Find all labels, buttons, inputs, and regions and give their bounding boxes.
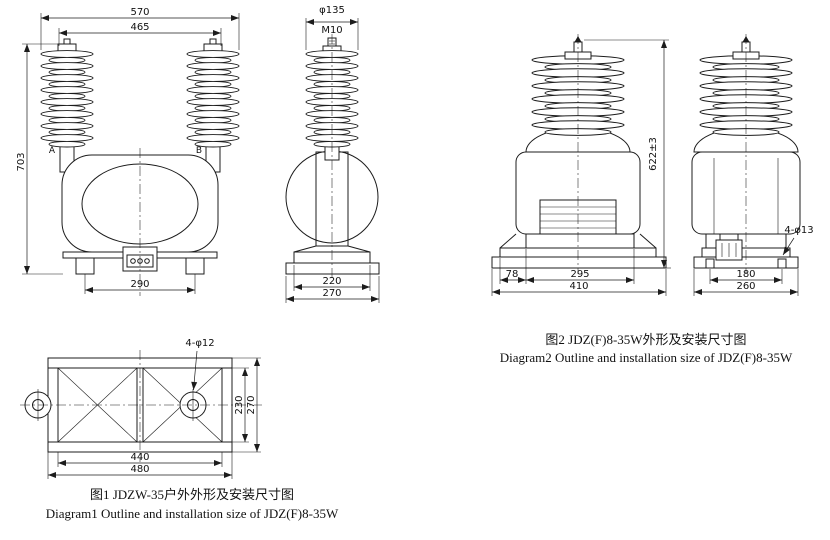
dim-label-230: 230	[234, 395, 245, 414]
dim-label-180: 180	[736, 269, 755, 280]
right-bushing-insulator	[186, 38, 240, 173]
dimension-lines	[286, 19, 379, 302]
dim-label-78: 78	[506, 269, 519, 280]
dim-label-290: 290	[130, 279, 149, 290]
dimension-lines	[694, 237, 798, 295]
pedestal-base	[491, 233, 667, 269]
figure2-caption-en: Diagram2 Outline and installation size o…	[500, 350, 793, 365]
terminal-label-b: B	[196, 146, 202, 156]
dim-label-260: 260	[736, 281, 755, 292]
dim-label-4phi12: 4-φ12	[185, 338, 214, 349]
dim-label-410: 410	[569, 281, 588, 292]
dimension-lines	[492, 40, 667, 295]
dim-label-295: 295	[570, 269, 589, 280]
figure2-caption-cn: 图2 JDZ(F)8-35W外形及安装尺寸图	[545, 332, 746, 347]
dim-label-703: 703	[16, 152, 27, 171]
dim-label-220: 220	[322, 276, 341, 287]
dim-label-440: 440	[130, 452, 149, 463]
dim-label-570: 570	[130, 7, 149, 18]
dim-label-4phi13: 4-φ13	[784, 225, 813, 236]
figure2-caption: 图2 JDZ(F)8-35W外形及安装尺寸图 Diagram2 Outline …	[500, 332, 793, 365]
figure1-front-view: 570 465 703 290 A B	[16, 7, 240, 296]
dimension-lines	[48, 350, 260, 478]
figure1-plan-view: 4-φ12 230 270 440 480	[20, 338, 262, 479]
dim-label-270: 270	[246, 395, 257, 414]
secondary-terminal-box	[715, 233, 743, 261]
dim-label-465: 465	[130, 22, 149, 33]
dim-label-270: 270	[322, 288, 341, 299]
figure1-side-view: φ135 M10 220 270	[285, 5, 380, 303]
figure1-caption: 图1 JDZW-35户外外形及安装尺寸图 Diagram1 Outline an…	[46, 487, 339, 521]
dim-label-480: 480	[130, 464, 149, 475]
terminal-label-a: A	[49, 146, 56, 156]
figure2-front-view: 622±3 78 295 410	[491, 34, 671, 296]
figure2-side-view: 4-φ13 180 260	[691, 34, 814, 296]
figure1-caption-cn: 图1 JDZW-35户外外形及安装尺寸图	[90, 487, 294, 502]
dim-label-m10: M10	[321, 25, 342, 36]
dim-label-phi135: φ135	[319, 5, 345, 16]
dim-label-622: 622±3	[648, 137, 659, 171]
figure1-caption-en: Diagram1 Outline and installation size o…	[46, 506, 339, 521]
dimension-lines	[24, 15, 239, 293]
pedestal-base-side	[285, 245, 380, 275]
extension-lines	[47, 357, 261, 479]
left-bushing-insulator	[40, 38, 94, 173]
